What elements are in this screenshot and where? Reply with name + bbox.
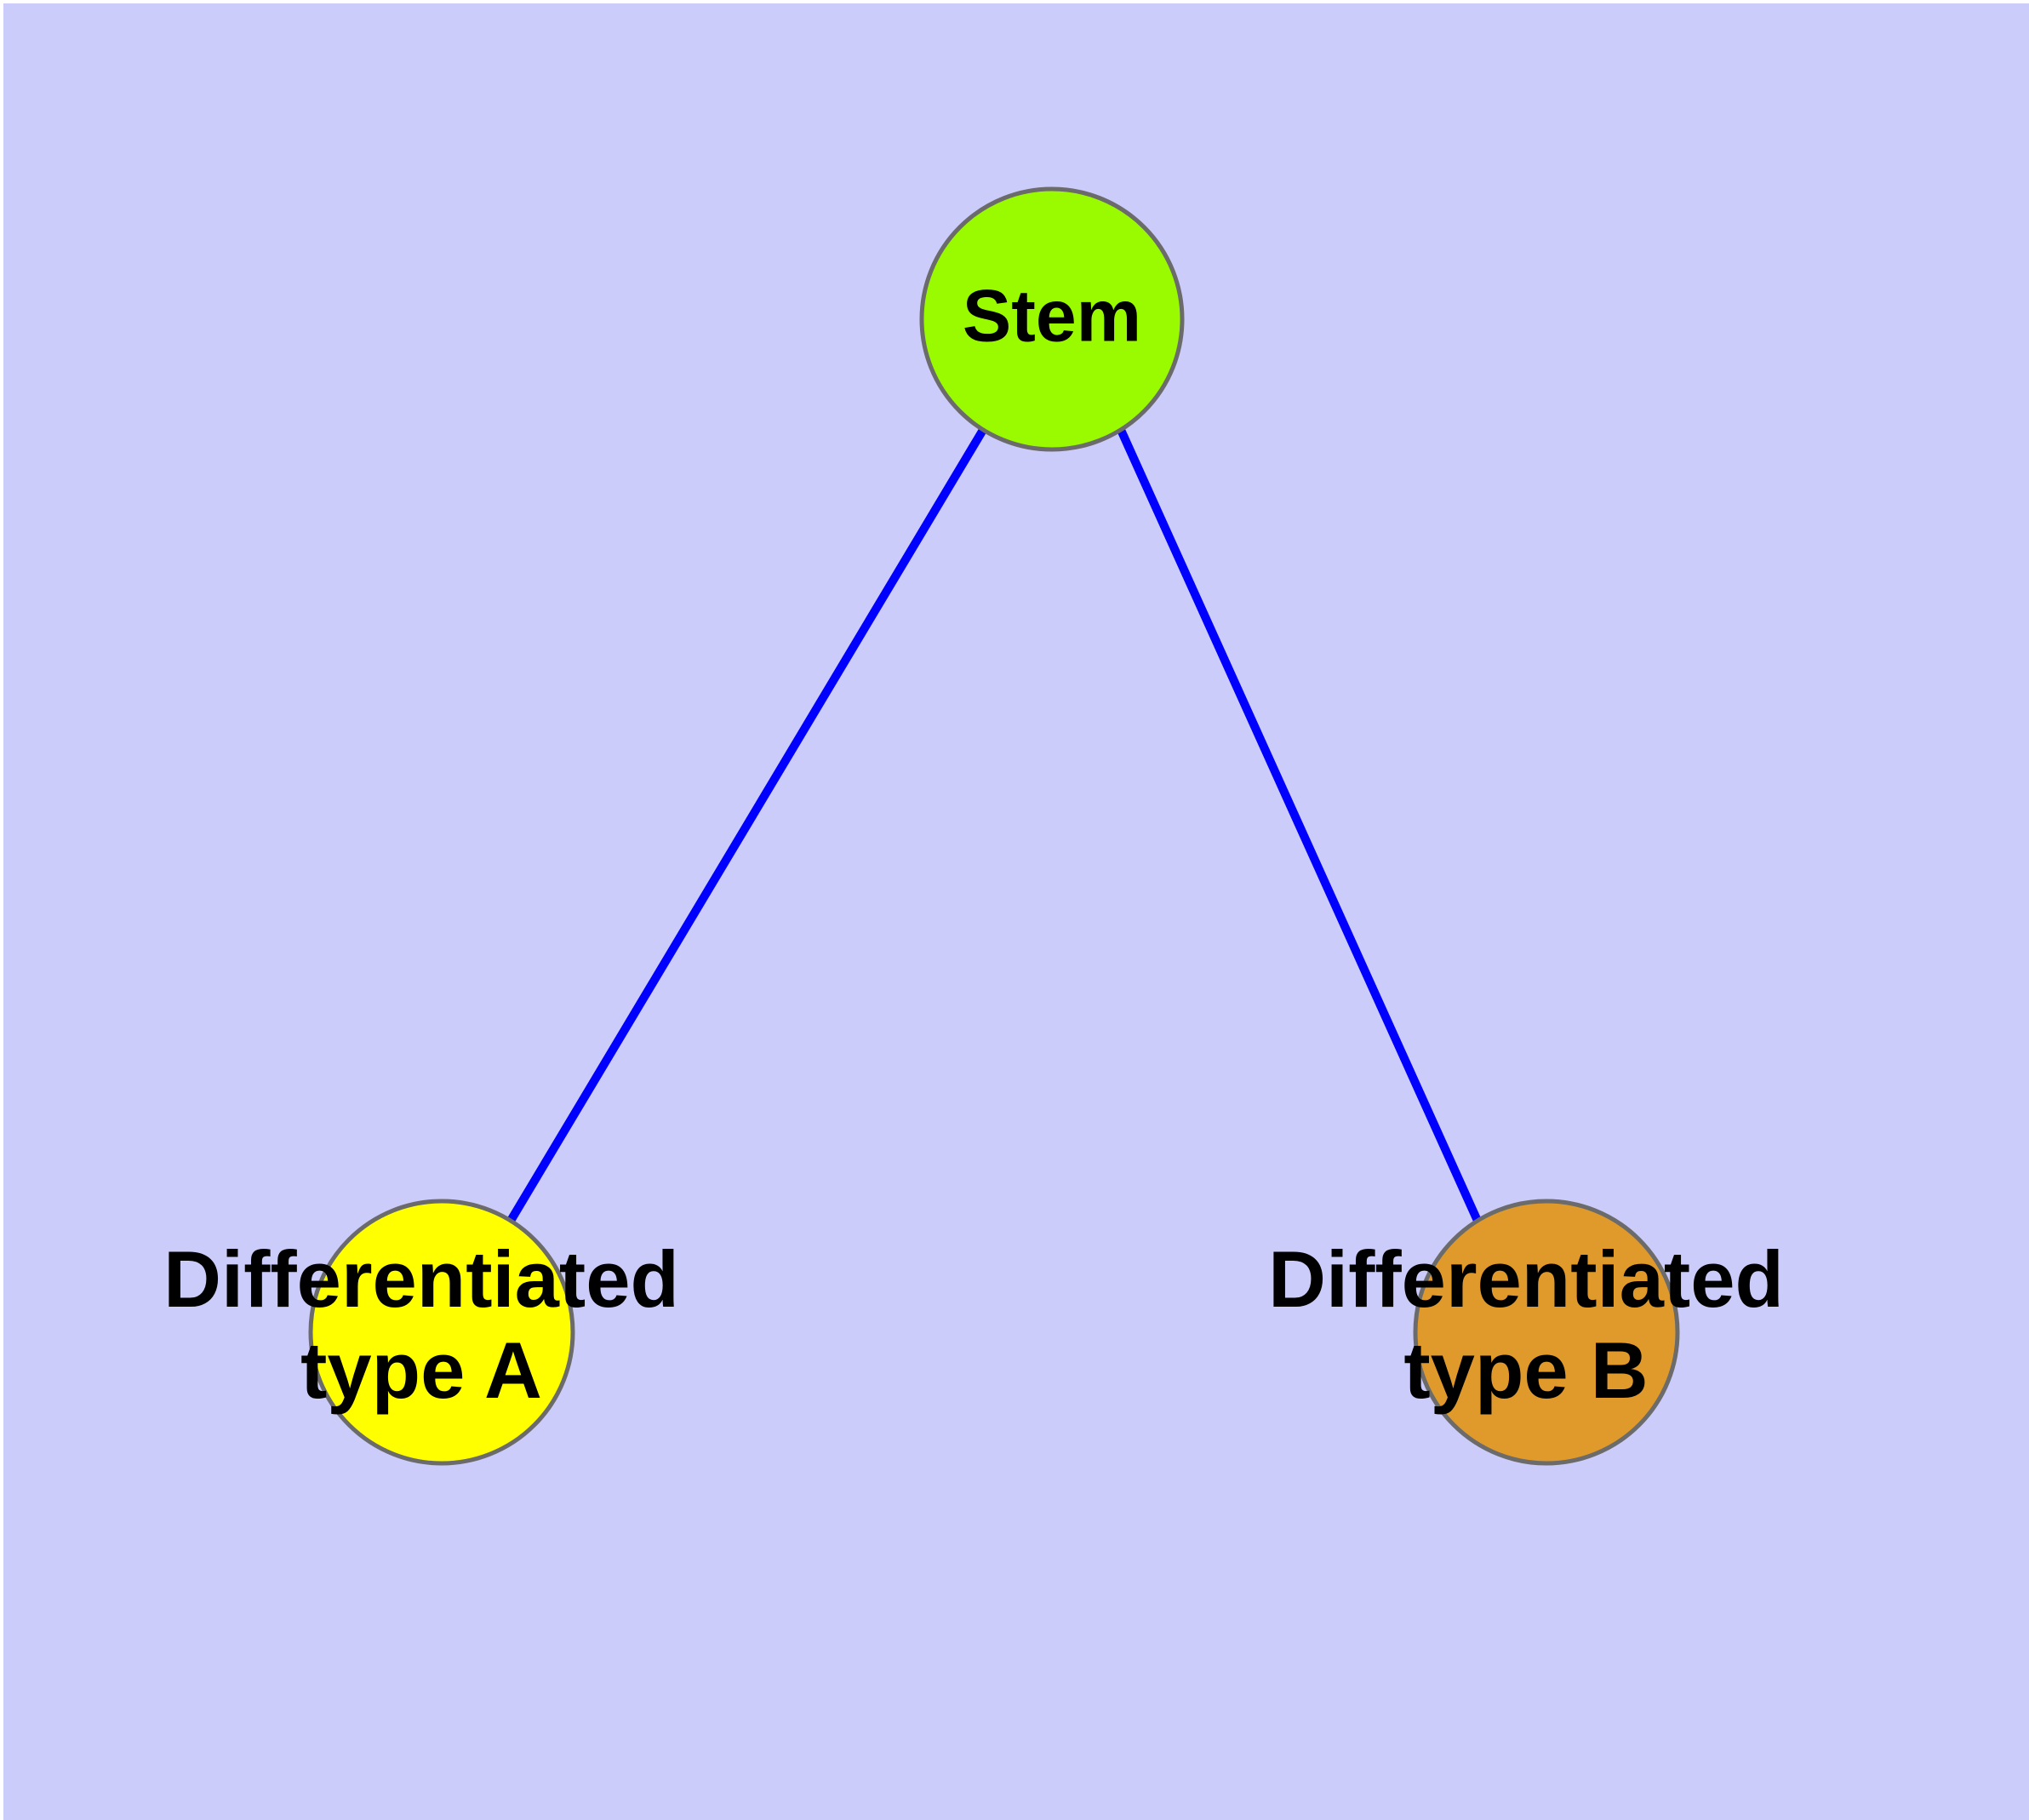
node-differentiated-type-b[interactable] <box>1413 1199 1680 1466</box>
edge-group <box>506 427 1482 1223</box>
node-differentiated-type-a[interactable] <box>308 1199 575 1466</box>
node-differentiated-type-b-label-line1: Differentiated <box>1268 1234 1784 1324</box>
node-group: Stem <box>308 186 1680 1466</box>
edge-stem-to-differentiated-type-a <box>506 427 987 1223</box>
node-differentiated-type-a-circle[interactable] <box>308 1199 575 1466</box>
node-differentiated-type-b-circle[interactable] <box>1413 1199 1680 1466</box>
node-differentiated-type-b-label-line2: type B <box>1403 1325 1648 1415</box>
node-stem-label: Stem <box>963 276 1141 358</box>
node-label-group: Differentiated type A Differentiated typ… <box>163 1234 1784 1415</box>
node-differentiated-type-a-label-line1: Differentiated <box>163 1234 679 1324</box>
node-stem[interactable]: Stem <box>919 186 1185 452</box>
edge-stem-to-differentiated-type-b <box>1117 427 1482 1223</box>
node-differentiated-type-a-label-line2: type A <box>300 1325 542 1415</box>
node-stem-circle[interactable] <box>919 186 1185 452</box>
